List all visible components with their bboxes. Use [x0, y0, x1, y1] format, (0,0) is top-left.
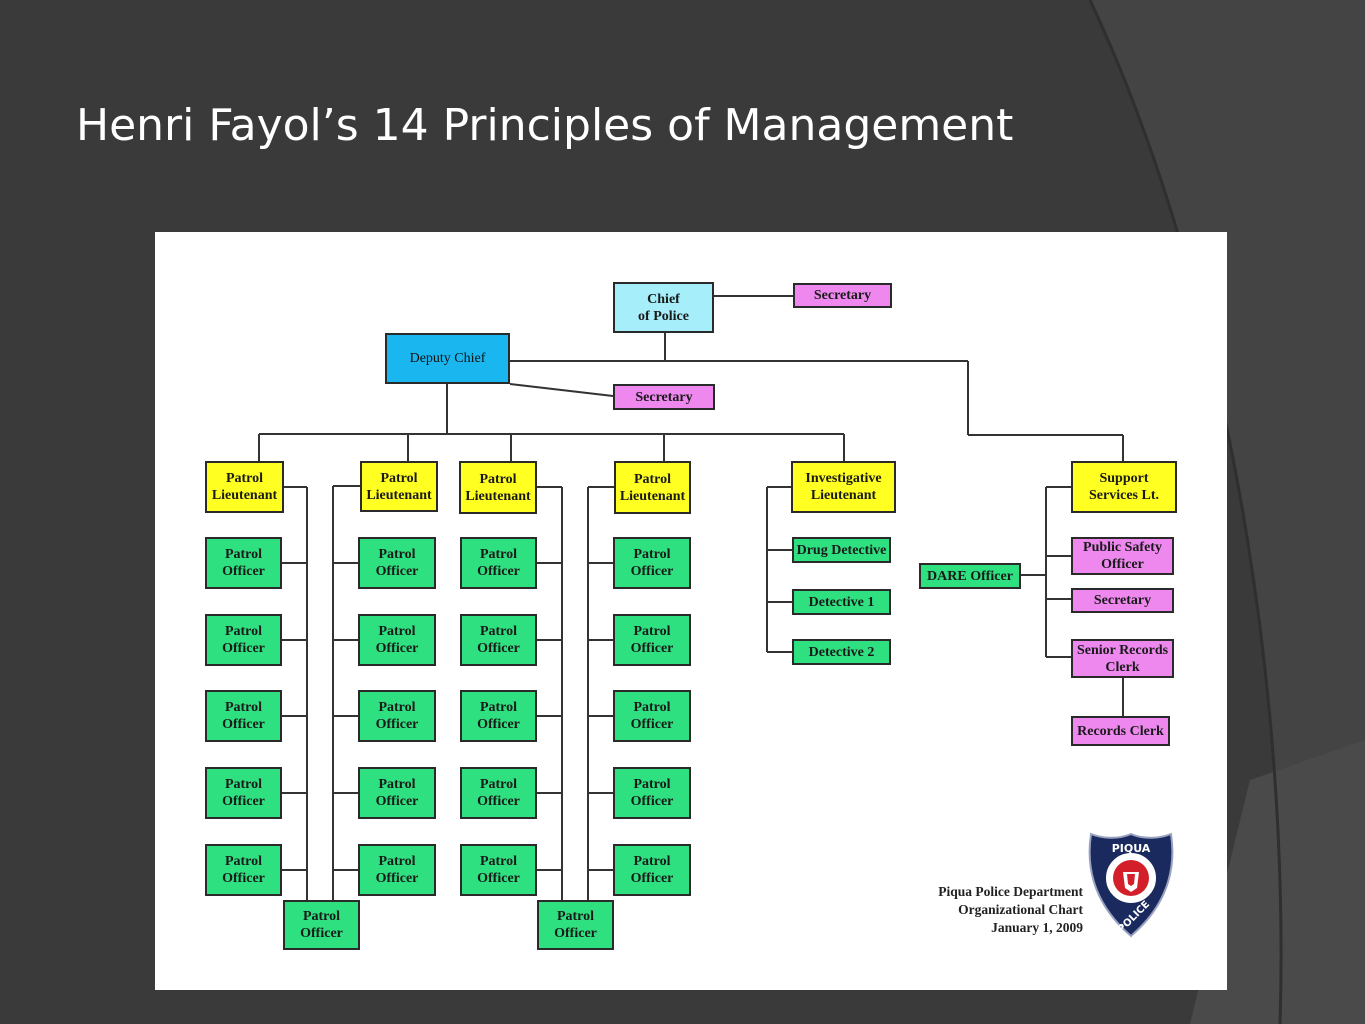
detective-2-node: Detective 2 [792, 639, 891, 665]
patrol-officer-node: Patrol Officer [537, 900, 614, 950]
dare-officer-node: DARE Officer [919, 563, 1021, 589]
patrol-officer-node: Patrol Officer [613, 767, 691, 819]
records-clerk-node: Records Clerk [1071, 716, 1170, 746]
patrol-officer-node: Patrol Officer [358, 767, 436, 819]
caption-line-2: Organizational Chart [958, 902, 1083, 917]
patrol-officer-node: Patrol Officer [460, 767, 537, 819]
patrol-officer-node: Patrol Officer [613, 690, 691, 742]
senior-records-clerk-node: Senior Records Clerk [1071, 639, 1174, 678]
patrol-officer-node: Patrol Officer [358, 690, 436, 742]
patrol-officer-node: Patrol Officer [205, 844, 282, 896]
patrol-lieutenant-2: Patrol Lieutenant [360, 461, 438, 512]
support-services-lieutenant-node: Support Services Lt. [1071, 461, 1177, 513]
org-chart-image: Chief of Police Secretary Deputy Chief S… [155, 232, 1227, 990]
patrol-officer-node: Patrol Officer [358, 844, 436, 896]
patrol-lieutenant-1: Patrol Lieutenant [205, 461, 284, 513]
org-chart-connectors [258, 295, 1124, 900]
patrol-officer-node: Patrol Officer [358, 614, 436, 666]
patrol-officer-node: Patrol Officer [205, 614, 282, 666]
investigative-lieutenant-node: Investigative Lieutenant [791, 461, 896, 513]
chief-of-police-node: Chief of Police [613, 282, 714, 333]
badge-top-text: PIQUA [1112, 842, 1151, 855]
patrol-officer-node: Patrol Officer [358, 537, 436, 589]
chart-caption: Piqua Police Department Organizational C… [907, 883, 1083, 937]
patrol-officer-node: Patrol Officer [283, 900, 360, 950]
deputy-secretary-node: Secretary [613, 384, 715, 410]
patrol-officer-node: Patrol Officer [205, 537, 282, 589]
patrol-officer-node: Patrol Officer [460, 614, 537, 666]
patrol-officer-node: Patrol Officer [460, 537, 537, 589]
support-secretary-node: Secretary [1071, 588, 1174, 613]
police-badge-icon: PIQUA POLICE [1088, 832, 1174, 938]
deputy-chief-node: Deputy Chief [385, 333, 510, 384]
patrol-lieutenant-3: Patrol Lieutenant [459, 461, 537, 514]
patrol-officer-node: Patrol Officer [613, 537, 691, 589]
caption-line-1: Piqua Police Department [938, 884, 1083, 899]
detective-1-node: Detective 1 [792, 589, 891, 615]
patrol-officer-node: Patrol Officer [205, 767, 282, 819]
patrol-officer-node: Patrol Officer [613, 844, 691, 896]
patrol-officer-node: Patrol Officer [460, 690, 537, 742]
patrol-lieutenant-4: Patrol Lieutenant [614, 461, 691, 514]
drug-detective-node: Drug Detective [792, 537, 891, 563]
patrol-officer-node: Patrol Officer [460, 844, 537, 896]
caption-line-3: January 1, 2009 [991, 920, 1083, 935]
chief-secretary-node: Secretary [793, 283, 892, 308]
patrol-officer-node: Patrol Officer [613, 614, 691, 666]
slide-title: Henri Fayol’s 14 Principles of Managemen… [76, 100, 1014, 151]
public-safety-officer-node: Public Safety Officer [1071, 537, 1174, 575]
patrol-officer-node: Patrol Officer [205, 690, 282, 742]
